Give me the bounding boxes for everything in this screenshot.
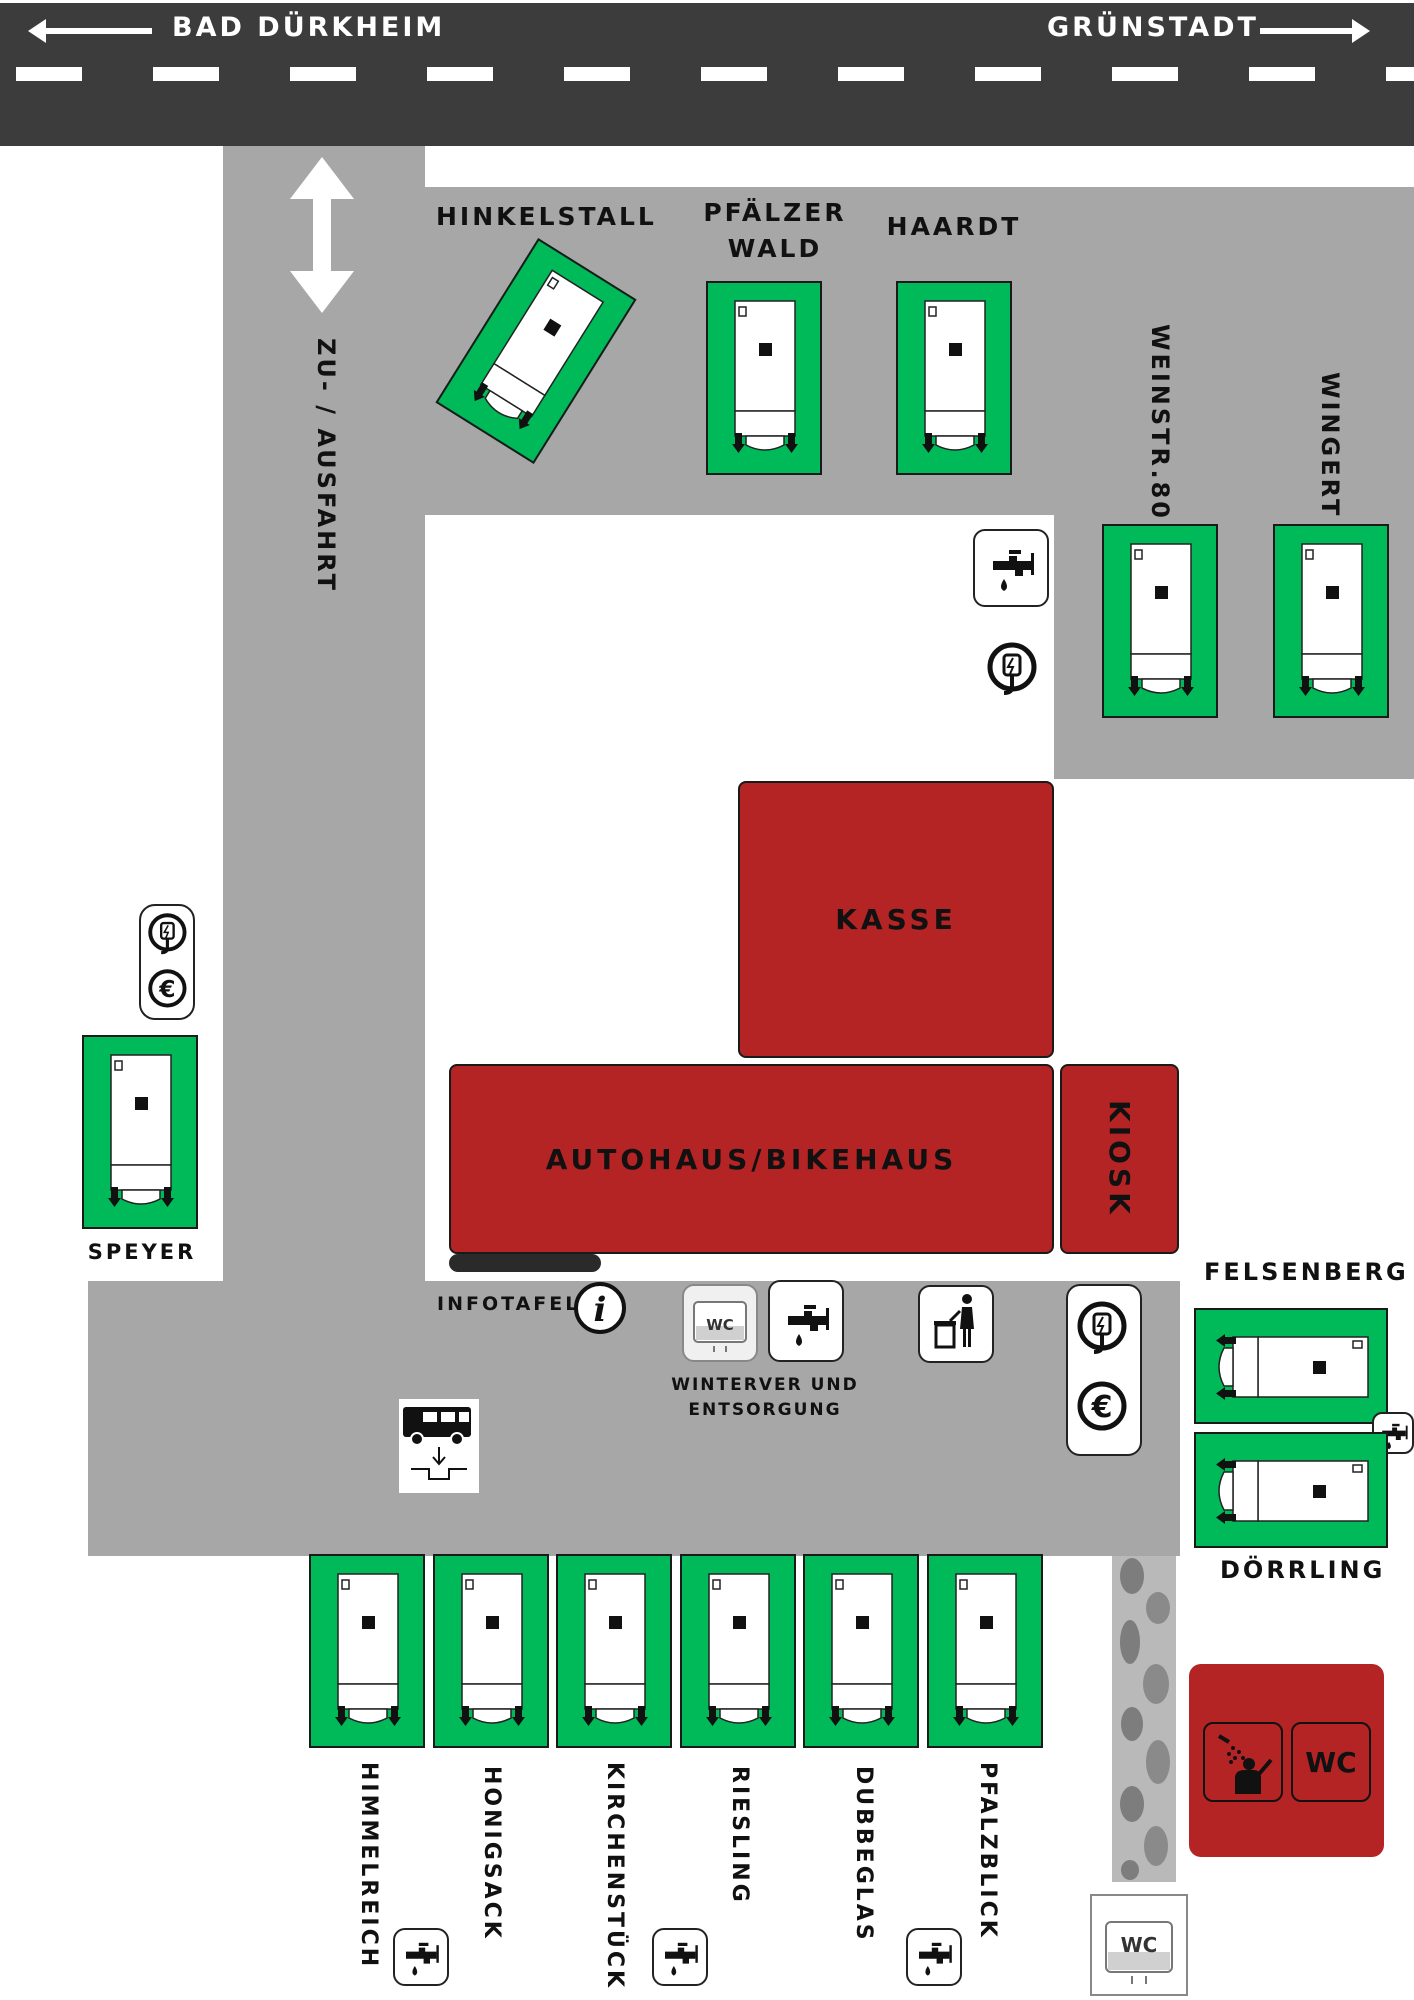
svg-text:WC: WC	[706, 1316, 734, 1334]
road-label-bad-duerkheim: BAD DÜRKHEIM	[172, 12, 446, 43]
water-tap-icon	[406, 1942, 439, 1976]
water-tap-station[interactable]	[768, 1280, 844, 1362]
info-board	[449, 1254, 601, 1272]
waste-bin-station[interactable]	[918, 1285, 994, 1363]
building-label-kiosk: KIOSK	[1103, 1100, 1136, 1218]
pitch-label-doerrling: DÖRRLING	[1220, 1556, 1386, 1584]
building-autohaus-bikehaus[interactable]: AUTOHAUS/BIKEHAUS	[449, 1064, 1054, 1254]
water-tap-station[interactable]	[393, 1928, 449, 1986]
water-tap-station[interactable]	[973, 529, 1049, 607]
pitch-speyer[interactable]	[82, 1035, 198, 1229]
power-plug-icon[interactable]	[978, 633, 1046, 701]
pitch-label-hinkelstall: HINKELSTALL	[436, 202, 657, 231]
lane-marking	[427, 67, 493, 81]
pitch-kirchenstueck[interactable]	[556, 1554, 672, 1748]
pitch-label-honigsack: HONIGSACK	[479, 1766, 504, 1941]
lane-marking	[1249, 67, 1315, 81]
pitch-label-himmelreich: HIMMELREICH	[356, 1762, 381, 1970]
pitch-wingert[interactable]	[1273, 524, 1389, 718]
pitch-label-riesling: RIESLING	[727, 1766, 752, 1905]
pitch-label-wingert: WINGERT	[1316, 372, 1344, 519]
wc-label: WC	[1305, 1745, 1357, 1779]
building-kasse[interactable]: KASSE	[738, 781, 1054, 1058]
power-payment-station[interactable]	[1066, 1284, 1142, 1456]
trash-bin-icon	[934, 1294, 974, 1349]
power-plug-icon	[1068, 1286, 1140, 1370]
pitch-label-pfaelzer-wald-line1: PFÄLZER	[703, 198, 847, 227]
lane-marking	[975, 67, 1041, 81]
infotafel-label: INFOTAFEL	[437, 1293, 581, 1315]
pitch-label-pfalzblick: PFALZBLICK	[975, 1762, 1000, 1940]
lane-marking	[564, 67, 630, 81]
pitch-label-weinstr80: WEINSTR.80	[1146, 324, 1174, 521]
entrance-label: ZU- / AUSFAHRT	[312, 338, 340, 594]
lower-lot	[88, 1281, 1180, 1556]
stone-path	[1112, 1556, 1176, 1882]
svg-text:WC: WC	[1121, 1933, 1158, 1957]
building-kiosk[interactable]: KIOSK	[1060, 1064, 1179, 1254]
camper-dump-station[interactable]	[399, 1399, 479, 1493]
water-tap-icon	[788, 1305, 829, 1346]
chemical-toilet-icon: WC	[693, 1301, 747, 1352]
sanitary-building[interactable]: WC	[1189, 1664, 1384, 1857]
road-label-gruenstadt: GRÜNSTADT	[1047, 12, 1259, 43]
lane-marking	[701, 67, 767, 81]
winterver-label-line1: WINTERVER UND	[671, 1375, 859, 1395]
arrow-right-icon	[1260, 19, 1370, 43]
lane-marking	[153, 67, 219, 81]
shower-icon	[1217, 1734, 1273, 1794]
chemical-toilet-icon: WC	[1105, 1921, 1173, 1984]
euro-coin-icon	[1068, 1370, 1140, 1454]
info-icon[interactable]: i	[572, 1280, 628, 1336]
svg-text:i: i	[594, 1290, 607, 1330]
water-tap-icon	[665, 1942, 698, 1976]
water-tap-station[interactable]	[906, 1928, 962, 1986]
pitch-label-dubbeglas: DUBBEGLAS	[851, 1766, 876, 1943]
wc-sign: WC	[1291, 1722, 1371, 1802]
lane-marking	[1112, 67, 1178, 81]
pitch-label-pfaelzer-wald-line2: WALD	[727, 234, 823, 263]
pitch-weinstr80[interactable]	[1102, 524, 1218, 718]
power-plug-icon	[148, 913, 187, 955]
chemical-toilet-disposal[interactable]: WC	[1090, 1894, 1188, 1996]
lane-marking	[838, 67, 904, 81]
pitch-label-felsenberg: FELSENBERG	[1204, 1258, 1409, 1286]
pitch-pfalzblick[interactable]	[927, 1554, 1043, 1748]
chemical-toilet-disposal[interactable]: WC	[682, 1284, 758, 1362]
double-arrow-icon	[290, 157, 354, 313]
pitch-label-haardt: HAARDT	[886, 212, 1022, 241]
building-label-kasse: KASSE	[835, 903, 957, 936]
pitch-label-kirchenstueck: KIRCHENSTÜCK	[602, 1762, 627, 1991]
building-label-autohaus: AUTOHAUS/BIKEHAUS	[545, 1142, 958, 1176]
water-tap-icon	[919, 1942, 952, 1976]
pitch-riesling[interactable]	[680, 1554, 796, 1748]
power-payment-station-speyer[interactable]	[139, 904, 195, 1020]
winterver-label-line2: ENTSORGUNG	[688, 1400, 842, 1420]
arrow-left-icon	[28, 19, 152, 43]
water-tap-icon	[993, 550, 1034, 591]
camper-dump-station-icon	[403, 1407, 471, 1480]
pitch-haardt[interactable]	[896, 281, 1012, 475]
euro-coin-icon	[148, 969, 187, 1008]
lane-marking	[290, 67, 356, 81]
pitch-pfaelzer-wald[interactable]	[706, 281, 822, 475]
entrance-driveway	[223, 146, 425, 1281]
pitch-label-speyer: SPEYER	[87, 1240, 197, 1264]
shower-sign	[1203, 1722, 1283, 1802]
water-tap-station[interactable]	[652, 1928, 708, 1986]
lane-marking	[1386, 67, 1414, 81]
pitch-felsenberg[interactable]	[1194, 1308, 1388, 1424]
pitch-honigsack[interactable]	[433, 1554, 549, 1748]
pitch-doerrling[interactable]	[1194, 1432, 1388, 1548]
pitch-himmelreich[interactable]	[309, 1554, 425, 1748]
pitch-dubbeglas[interactable]	[803, 1554, 919, 1748]
lane-marking	[16, 67, 82, 81]
